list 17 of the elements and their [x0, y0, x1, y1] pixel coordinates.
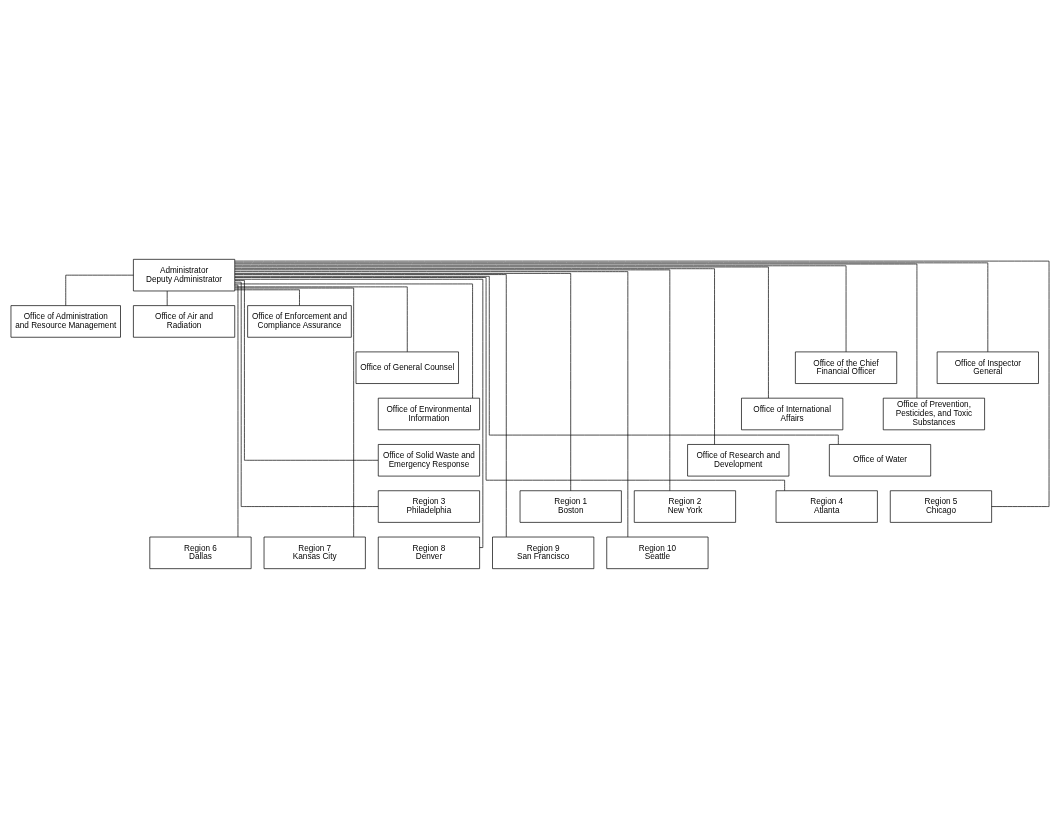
- connector: [234, 283, 473, 398]
- connector: [65, 274, 134, 306]
- connector: [234, 275, 839, 445]
- connector: [234, 272, 572, 491]
- connector: [234, 281, 379, 507]
- connector: [234, 279, 379, 461]
- connector: [234, 269, 671, 491]
- connector: [234, 276, 785, 491]
- connector: [234, 286, 408, 352]
- connector: [234, 284, 239, 537]
- connector: [234, 270, 629, 537]
- connector: [234, 287, 355, 537]
- connector: [166, 290, 168, 306]
- connector: [234, 266, 769, 398]
- connector: [234, 288, 300, 306]
- connector: [234, 260, 1050, 507]
- connector: [234, 267, 715, 445]
